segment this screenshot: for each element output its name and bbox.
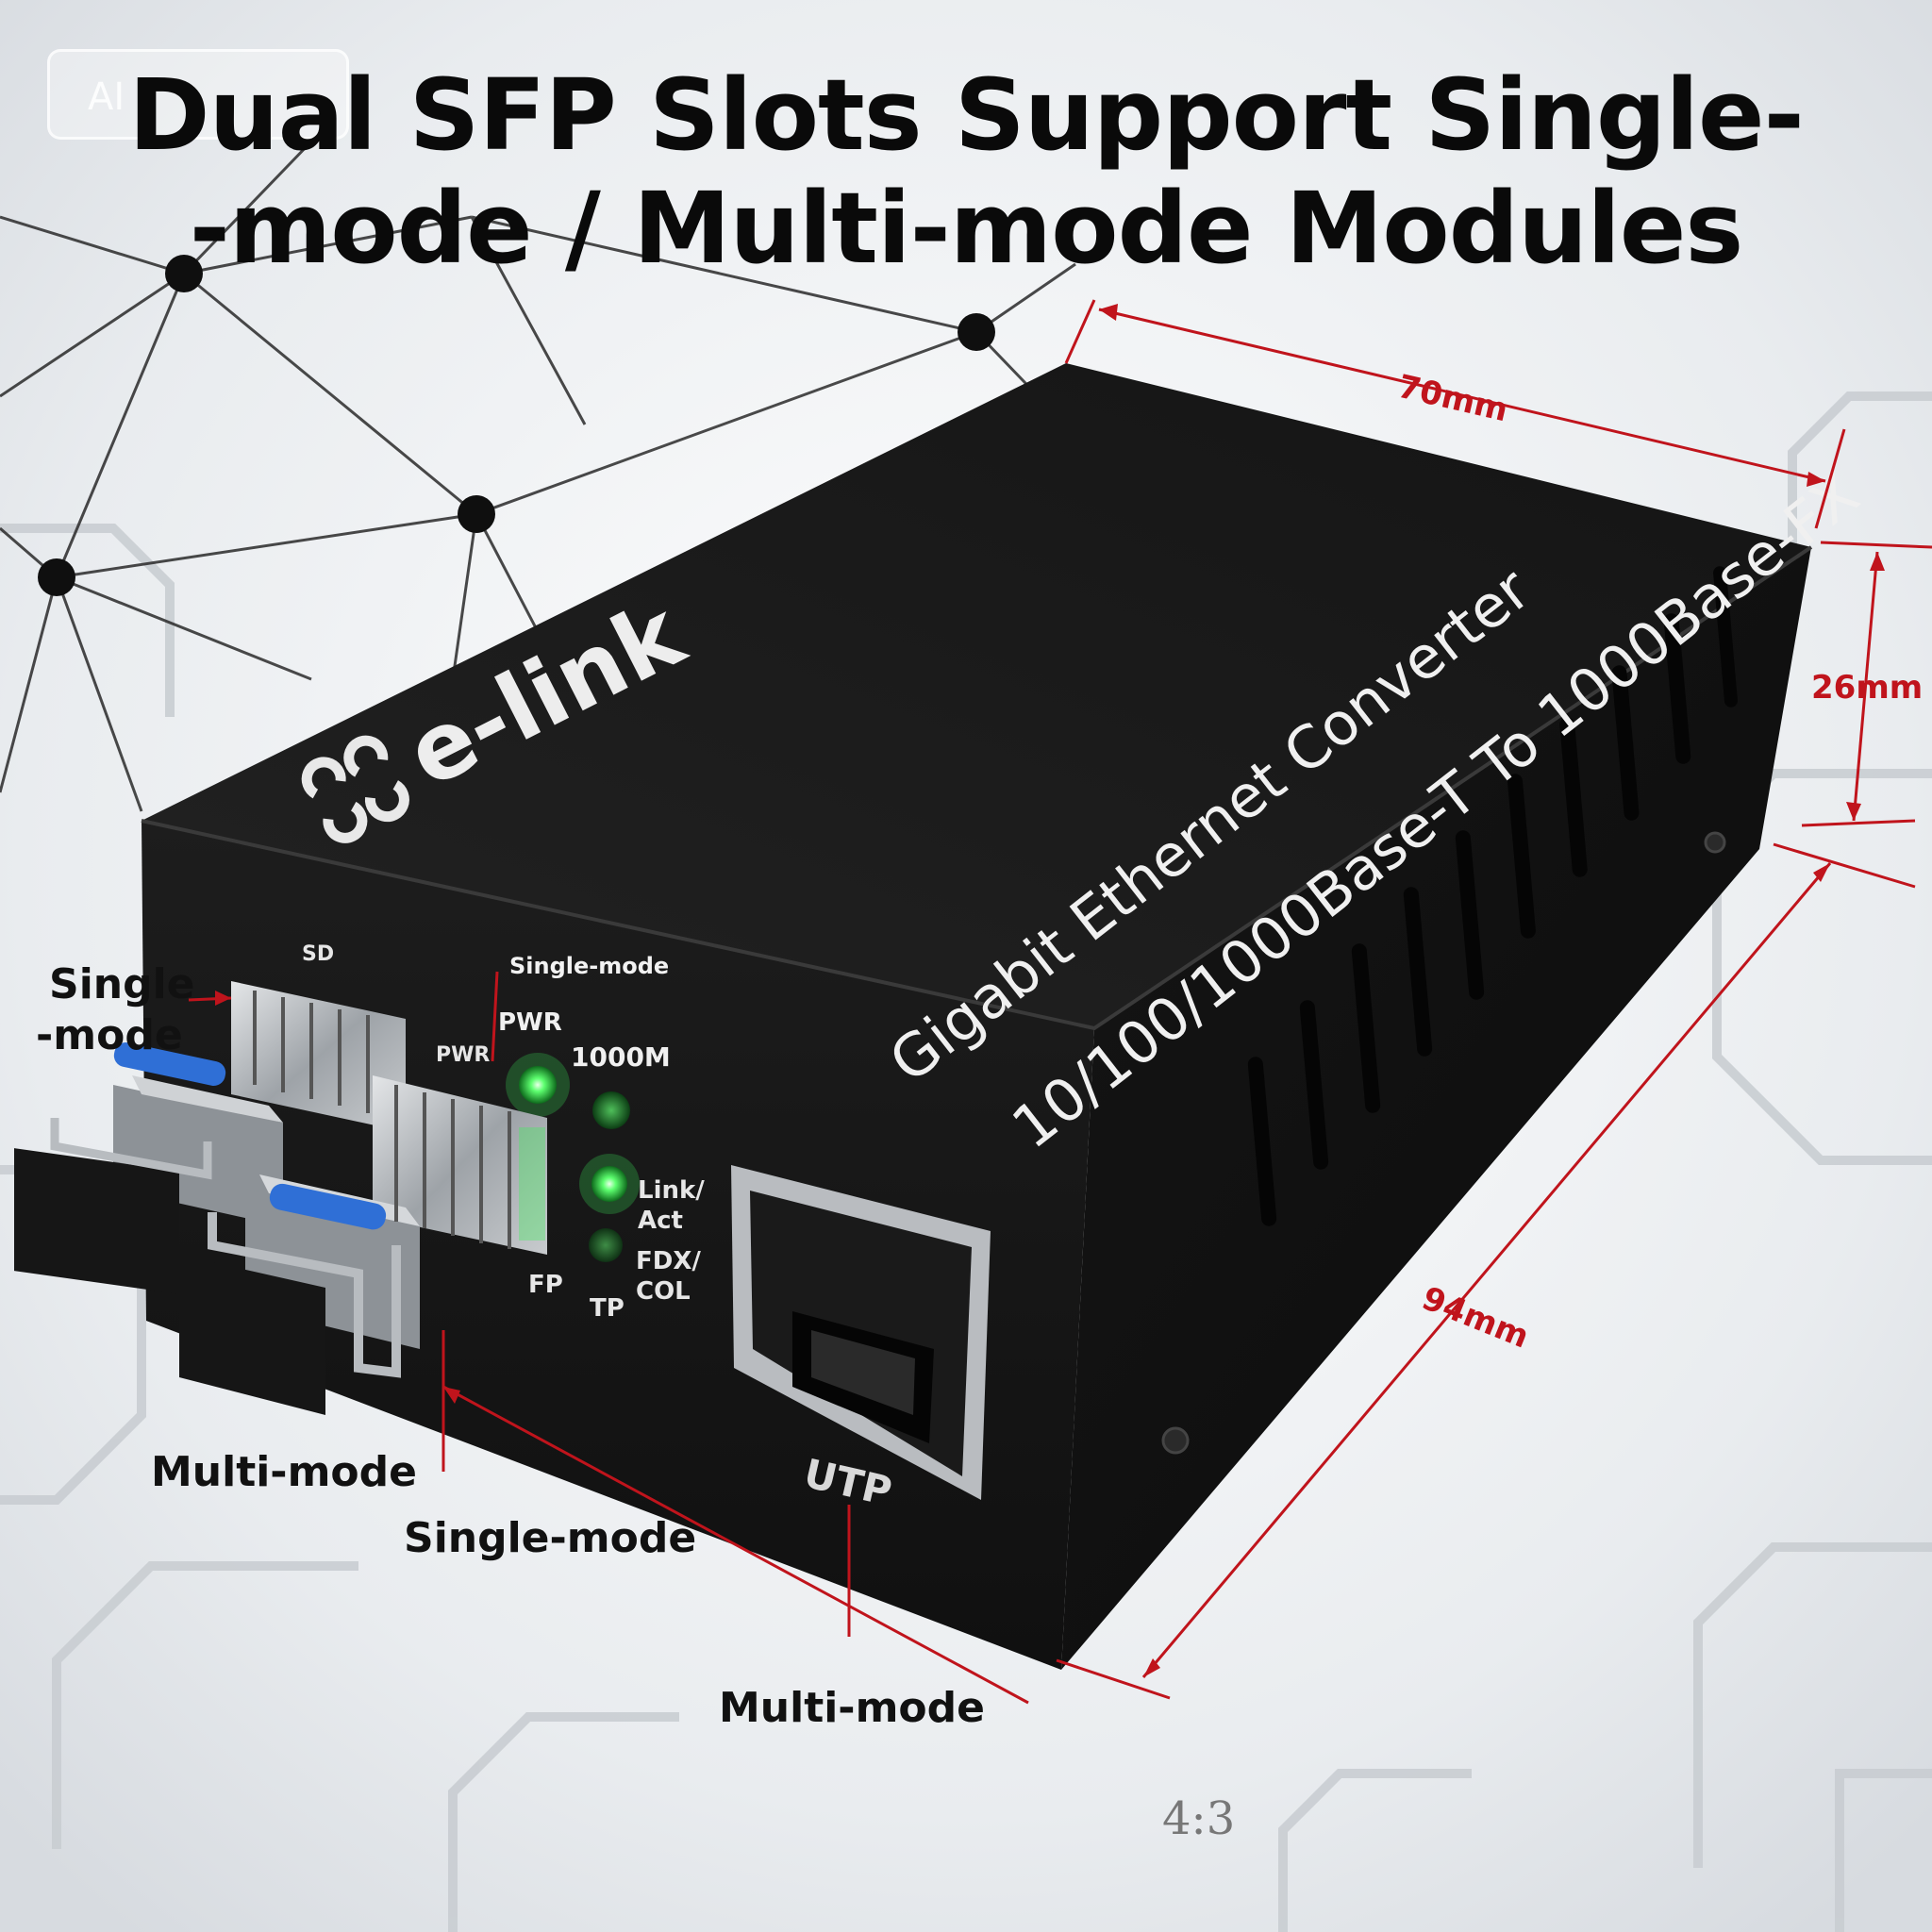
callout-multi-mode-bottom: Multi-mode [719,1684,985,1732]
screw [1161,1426,1190,1455]
network-nodes [38,255,995,596]
slot-label-single-mode: Single-mode [509,953,669,979]
aspect-ratio-mark: 4:3 [1162,1792,1236,1845]
callout-single-mode-top-1: Single [49,960,195,1008]
led-label-fp: FP [528,1271,563,1299]
headline-line-2: -mode / Multi-mode Modules [189,171,1744,286]
device-top-face [142,363,1811,1028]
led-pwr-on [519,1066,557,1104]
led-label-pwr-left: PWR [436,1043,490,1067]
logo-icon [301,735,409,843]
callout-single-mode-bottom: Single-mode [404,1514,696,1562]
callout-multi-mode-left: Multi-mode [151,1448,417,1496]
vent-slots [1247,566,1738,1226]
fiber-latch-blue [269,1183,387,1230]
media-converter: e-link Gigabit Ethernet Converter 10/100… [14,363,1872,1670]
dimension-height: 26mm [1811,669,1923,707]
led-label-link: Link/ [638,1176,705,1205]
callout-single-mode-top-2: -mode [36,1011,183,1059]
sfp-module-multi-mode [179,1075,547,1415]
led-label-act: Act [638,1207,683,1235]
device-side-face [1061,547,1811,1670]
led-link-act-on [591,1166,627,1202]
led-label-col: COL [636,1277,691,1306]
led-fdx-col [589,1228,623,1262]
watermark-badge: AI [47,49,349,140]
watermark-text: AI [88,75,125,119]
dimension-lines [188,299,1932,1705]
dimension-arrows [215,304,1885,1677]
headline-line-1: Dual SFP Slots Support Single- [128,58,1804,173]
led-label-1000m: 1000M [571,1041,671,1073]
status-leds [506,1053,640,1262]
led-label-tp: TP [590,1294,625,1323]
led-label-pwr: PWR [498,1008,562,1037]
network-mesh [0,140,1076,831]
fiber-latch-blue [113,1042,226,1086]
sfp-module-single-mode [14,981,406,1294]
headline: Dual SFP Slots Support Single- -mode / M… [0,58,1932,285]
screw [1704,831,1726,854]
led-1000m [592,1091,630,1129]
led-label-fdx: FDX/ [636,1247,701,1275]
slot-label-sd: SD [302,942,334,966]
device-edge [141,545,1813,1031]
